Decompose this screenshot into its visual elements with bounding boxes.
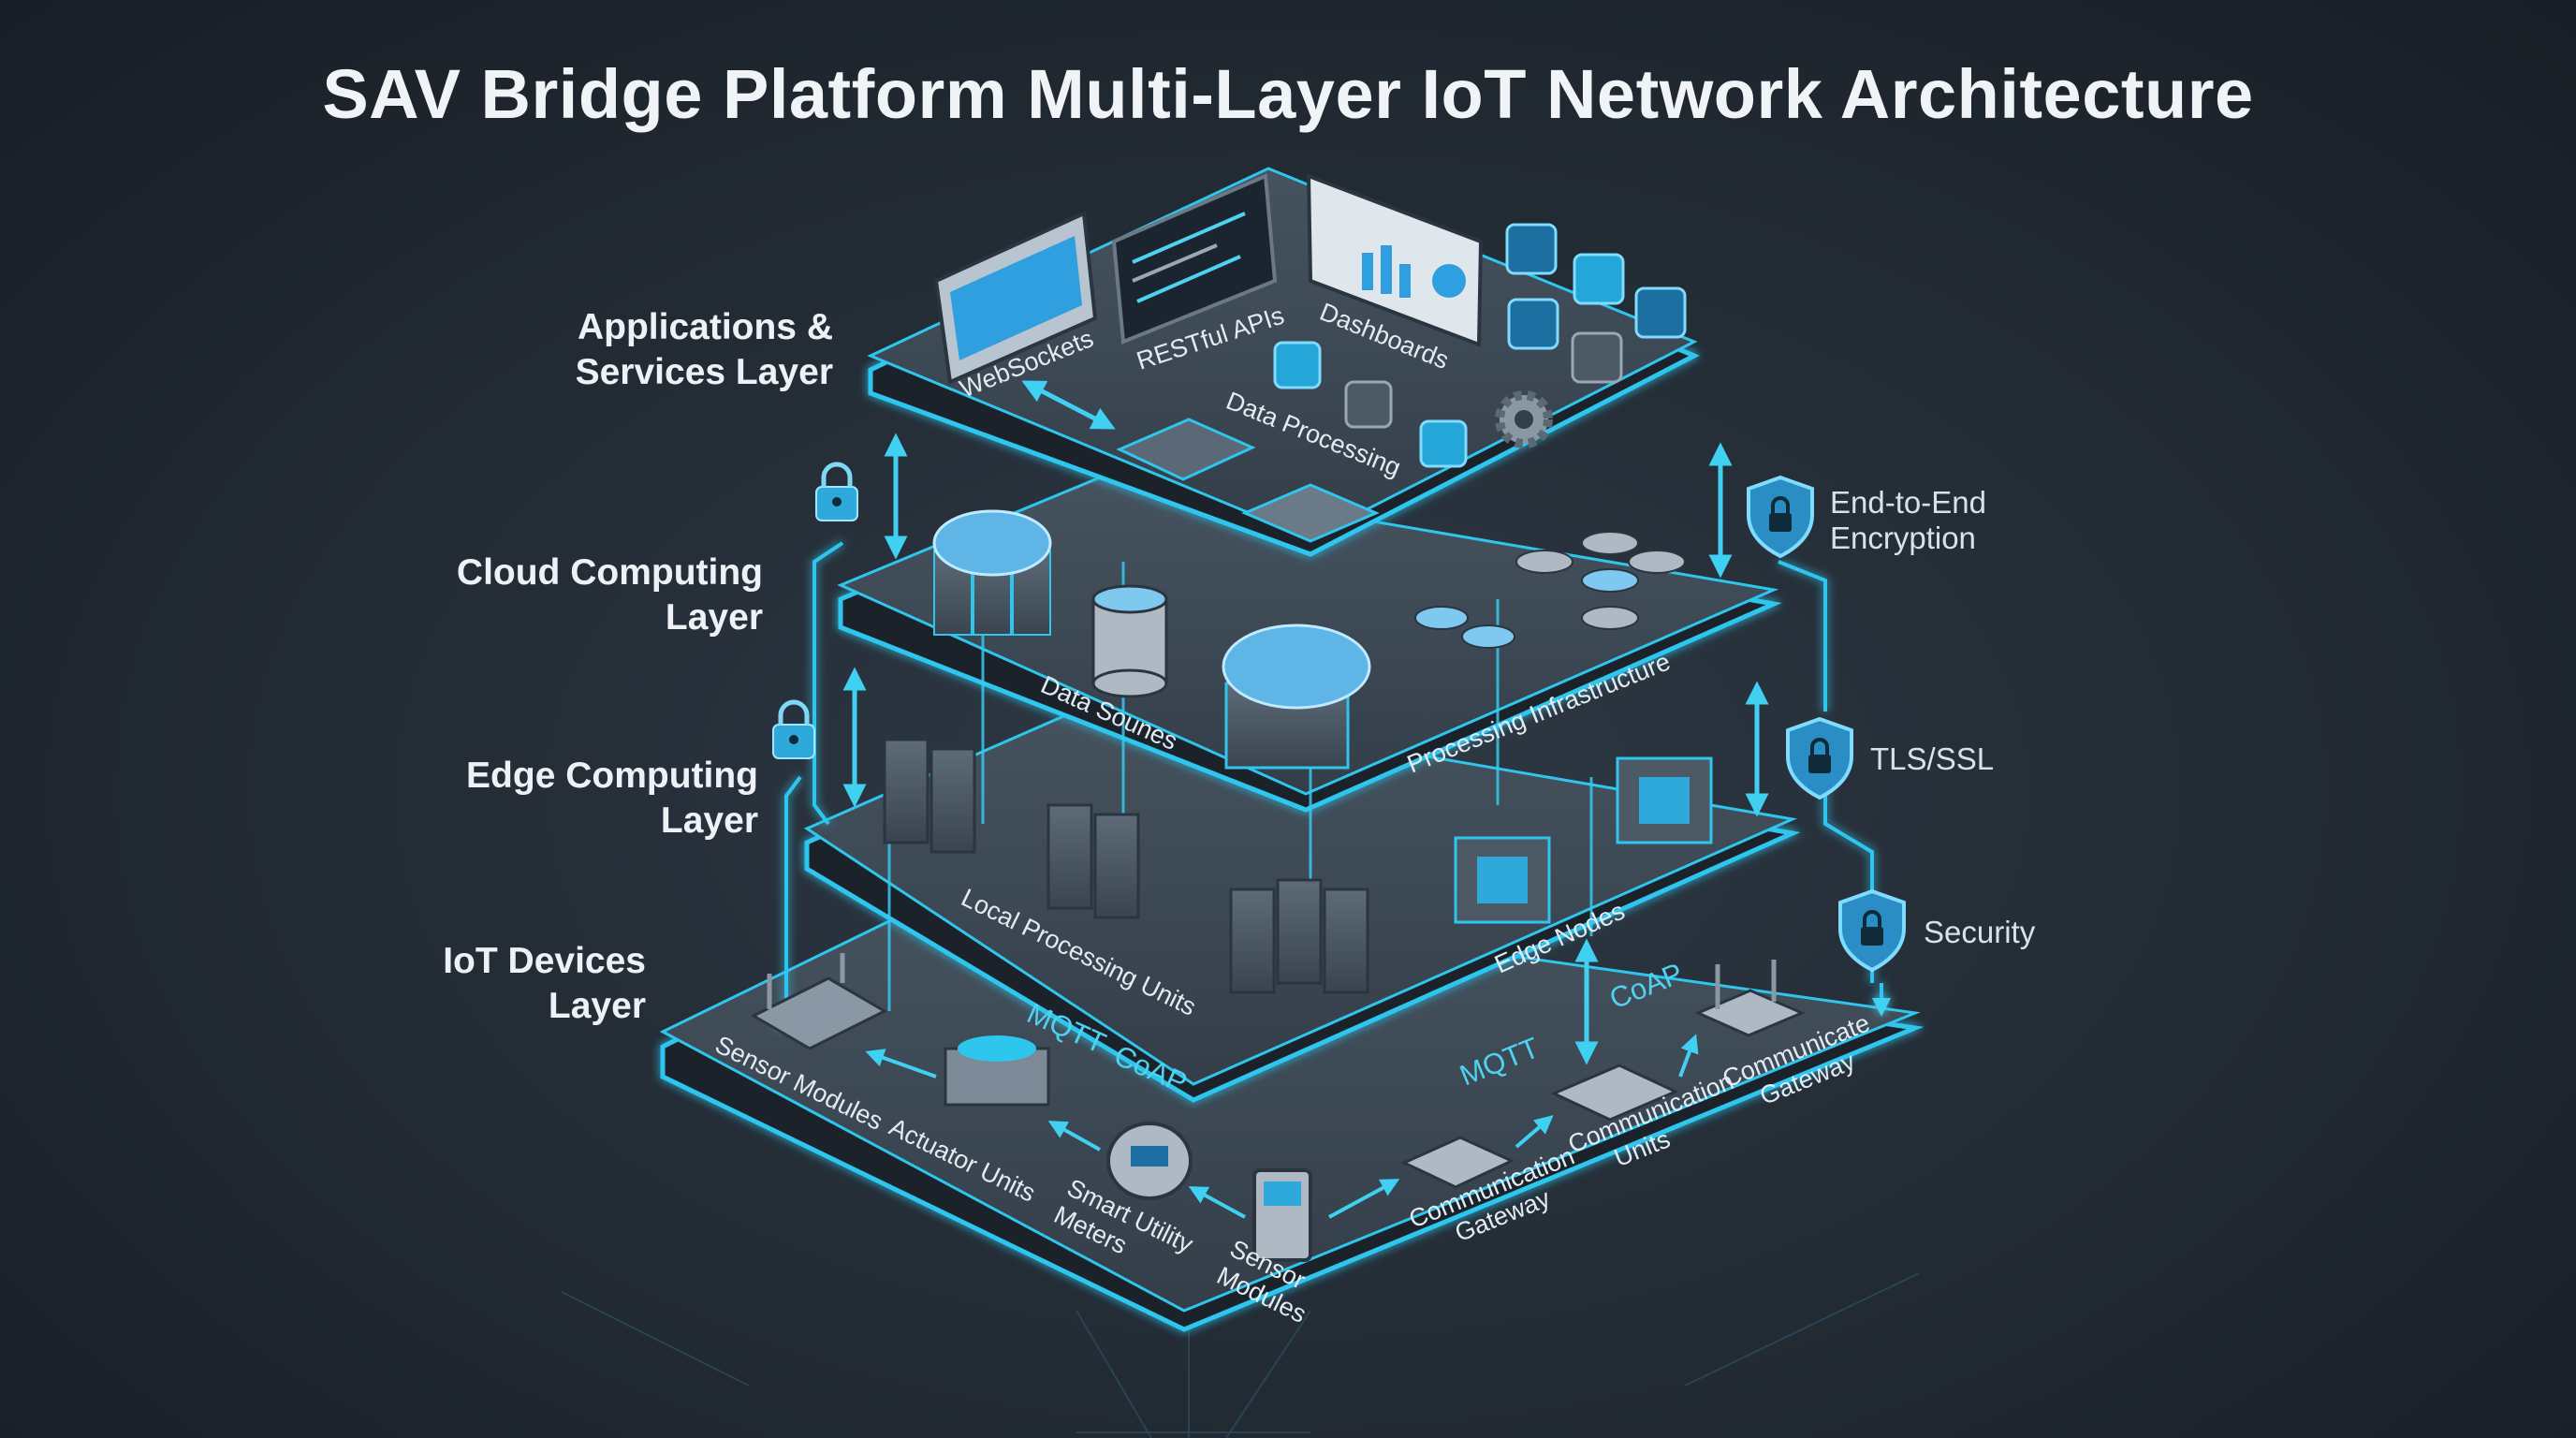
storage-cluster-icon [1414,531,1686,649]
smart-meter-icon [1106,1122,1193,1200]
cloud-server-icon [932,509,1052,636]
security-label-security: Security [1924,915,2035,950]
layer-label-line: Cloud Computing [456,552,763,593]
layer-label-line: Services Layer [575,352,833,392]
layer-label-applications: Applications & Services Layer [440,305,833,395]
security-label-line: TLS/SSL [1870,741,1995,776]
dashboard-screen-icon [1306,173,1484,347]
layer-label-line: Edge Computing [466,756,758,796]
security-label-encryption: End-to-End Encryption [1830,485,1986,556]
device-flow-arrows [865,1034,1699,1219]
left-layer-arrows [842,433,1769,1065]
shield-lock-icon [1747,475,1814,559]
layer-label-line: Applications & [577,307,833,347]
restful-api-screen-icon [1111,173,1278,345]
security-label-tls: TLS/SSL [1870,741,1994,777]
layer-label-line: Layer [665,597,763,638]
data-processing-module [1021,380,1380,543]
security-label-line: Encryption [1830,521,1976,555]
layer-label-line: Layer [660,800,758,841]
shield-lock-icon [1786,716,1853,800]
shield-lock-icon [1838,888,1906,973]
lock-icon [815,462,858,521]
floor-grid [561,1272,1920,1438]
router-icon [750,953,888,1050]
security-label-line: End-to-End [1830,485,1986,520]
layer-label-edge: Edge Computing Layer [365,754,758,844]
layer-label-line: Layer [548,986,646,1026]
websockets-screen-icon [933,211,1098,385]
security-label-line: Security [1924,915,2036,949]
gateway-device-icon [1400,960,1806,1189]
local-server-rack-icon [883,738,1369,994]
actuator-icon [944,1035,1050,1107]
app-tiles [1273,223,1687,468]
central-cloud-icon [1222,624,1371,770]
edge-node-icon [1454,756,1713,924]
diagram-title: SAV Bridge Platform Multi-Layer IoT Netw… [322,55,2254,133]
layer-label-cloud: Cloud Computing Layer [370,550,763,640]
sensor-module-icon [1252,1168,1312,1262]
lock-icon [772,699,815,759]
gear-icon [1495,390,1553,448]
layer-label-line: IoT Devices [443,941,646,981]
database-icon [1091,584,1168,698]
layer-label-iot-devices: IoT Devices Layer [253,939,646,1029]
